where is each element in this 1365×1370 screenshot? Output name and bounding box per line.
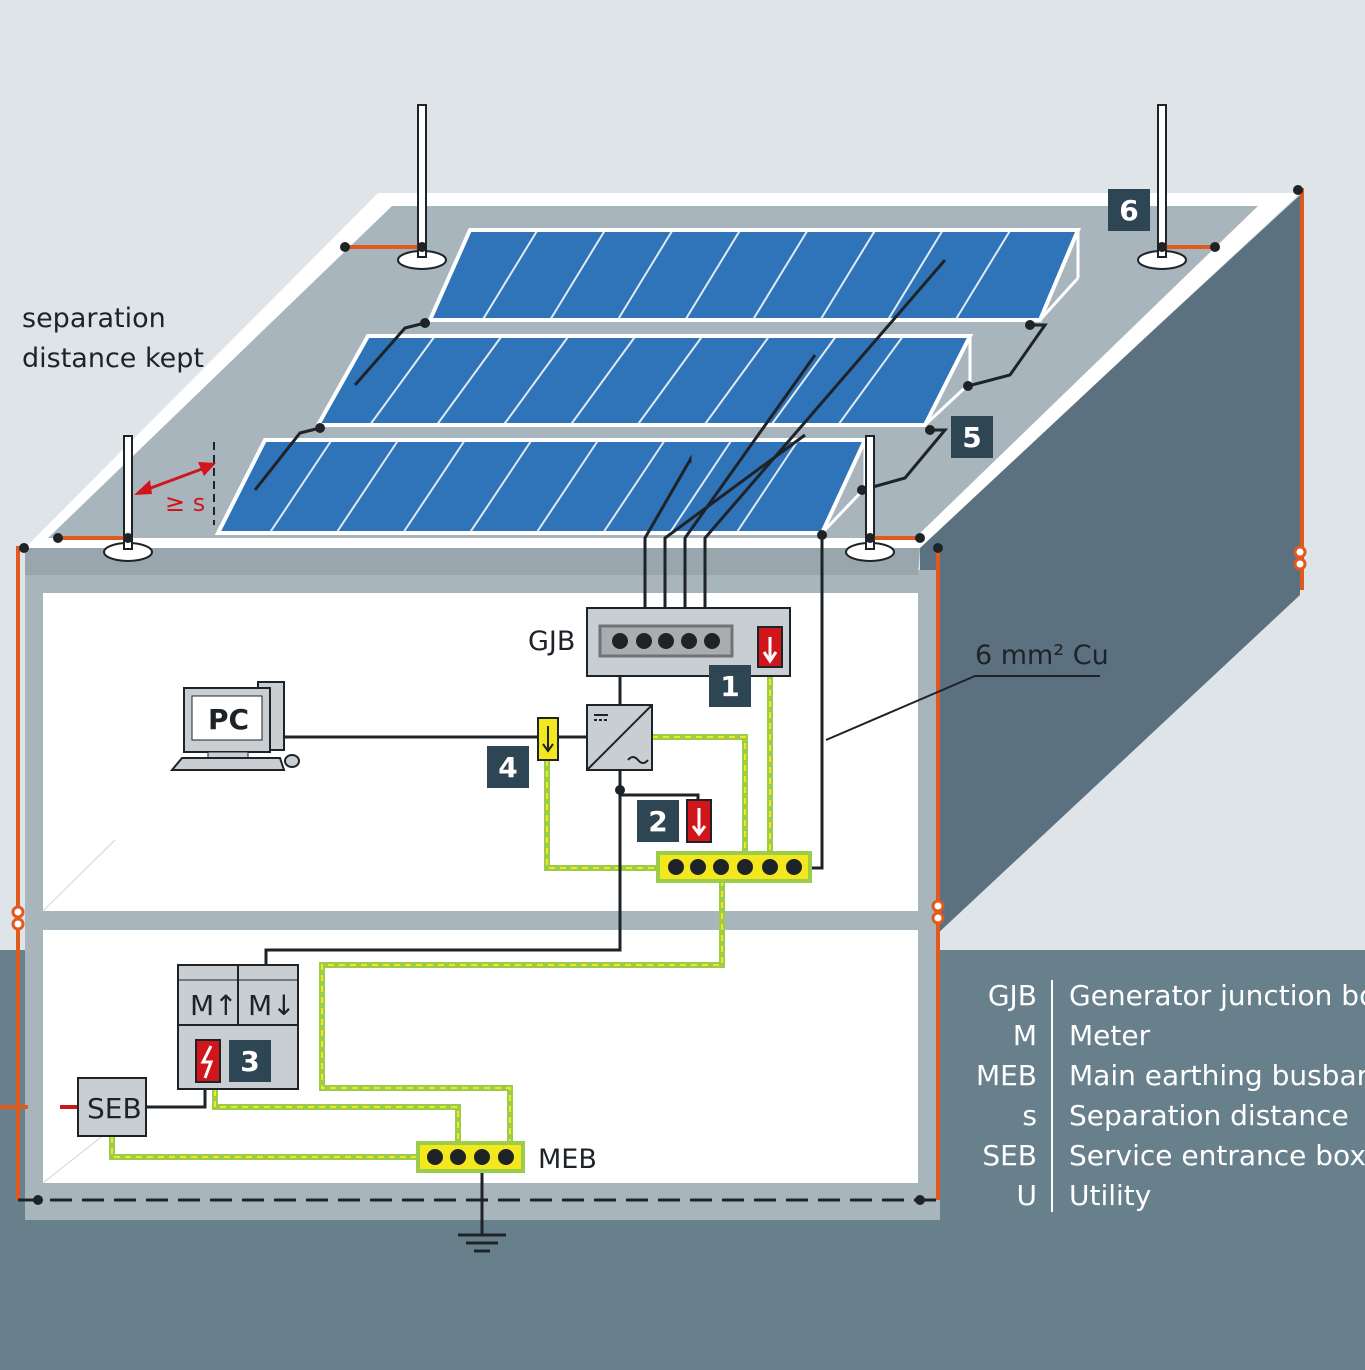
pv-cell-divider bbox=[751, 229, 809, 321]
equipotential-busbar bbox=[656, 851, 812, 883]
legend-description: Meter bbox=[1069, 1019, 1151, 1052]
callout-3: 3 bbox=[229, 1040, 271, 1082]
svg-text:3: 3 bbox=[240, 1045, 259, 1078]
cable-leader-line bbox=[825, 675, 1100, 741]
pv-cell-divider bbox=[468, 439, 533, 534]
pv-cell-divider bbox=[502, 335, 570, 426]
pv-cell-divider bbox=[636, 335, 704, 426]
legend-abbr: SEB bbox=[982, 1139, 1037, 1172]
pv-cell-divider bbox=[735, 439, 800, 534]
pv-cell-divider bbox=[887, 229, 944, 321]
legend-description: Generator junction box bbox=[1069, 979, 1365, 1012]
pv-array-middle bbox=[314, 334, 974, 427]
inverter bbox=[586, 704, 653, 771]
test-joints bbox=[11, 545, 1307, 931]
spd-type2-icon bbox=[686, 799, 712, 843]
pv-cell-divider bbox=[335, 439, 400, 534]
legend-description: Separation distance bbox=[1069, 1099, 1349, 1132]
pv-cell-divider bbox=[268, 439, 333, 534]
power-wiring bbox=[146, 535, 824, 1235]
pv-cell-divider bbox=[549, 229, 606, 321]
pv-cell-divider bbox=[668, 439, 733, 534]
pv-cell-divider bbox=[435, 335, 503, 426]
pc-label: PC bbox=[208, 703, 249, 736]
gjb-label: GJB bbox=[528, 626, 575, 657]
legend-abbr: MEB bbox=[976, 1059, 1037, 1092]
pv-cell-divider bbox=[954, 229, 1012, 321]
legend-abbr: GJB bbox=[988, 979, 1037, 1012]
pv-cell-divider bbox=[369, 335, 436, 426]
separation-label-line1: separation bbox=[22, 303, 166, 334]
callout-6: 6 bbox=[1108, 189, 1150, 231]
svg-text:1: 1 bbox=[720, 670, 739, 703]
pv-string-wiring bbox=[253, 259, 1048, 545]
meter-cabinet bbox=[177, 964, 299, 1090]
pv-cell-divider bbox=[402, 439, 466, 534]
pv-cell-divider bbox=[481, 229, 539, 321]
callout-1: 1 bbox=[709, 665, 751, 707]
pv-cell-divider bbox=[837, 335, 904, 426]
pv-cell-divider bbox=[616, 229, 674, 321]
generator-junction-box bbox=[586, 607, 791, 677]
pv-cell-divider bbox=[819, 229, 877, 321]
pv-cell-divider bbox=[535, 439, 600, 534]
legend-description: Utility bbox=[1069, 1179, 1151, 1212]
pv-cell-grid bbox=[268, 229, 1012, 534]
pc-computer bbox=[169, 681, 300, 771]
main-earthing-busbar bbox=[416, 1141, 525, 1173]
meter-out-label: M↓ bbox=[248, 989, 296, 1022]
pv-cell-divider bbox=[602, 439, 666, 534]
pv-cell-divider bbox=[684, 229, 742, 321]
meb-label: MEB bbox=[538, 1144, 597, 1175]
earth-symbol bbox=[458, 1233, 506, 1253]
legend-abbr: M bbox=[1013, 1019, 1037, 1052]
legend-description: Main earthing busbar bbox=[1069, 1059, 1365, 1092]
building-side-wall bbox=[920, 195, 1300, 950]
separation-distance-marker bbox=[134, 442, 216, 525]
spd-data-line-icon bbox=[537, 717, 559, 761]
callout-2: 2 bbox=[637, 800, 679, 842]
svg-text:5: 5 bbox=[962, 421, 981, 454]
spd-type1-meter-icon bbox=[195, 1039, 221, 1083]
legend-abbr: s bbox=[1022, 1099, 1037, 1132]
service-entrance-box bbox=[77, 1077, 147, 1137]
legend-description: Service entrance box bbox=[1069, 1139, 1365, 1172]
legend-abbr: U bbox=[1017, 1179, 1038, 1212]
callout-4: 4 bbox=[487, 746, 529, 788]
svg-text:2: 2 bbox=[648, 805, 667, 838]
separation-label-line2: distance kept bbox=[22, 343, 204, 374]
seb-label: SEB bbox=[87, 1092, 142, 1125]
svg-text:6: 6 bbox=[1119, 194, 1138, 227]
pv-cell-divider bbox=[770, 335, 838, 426]
pv-cell-divider bbox=[569, 335, 637, 426]
pv-array-back bbox=[426, 228, 1082, 322]
meter-in-label: M↑ bbox=[190, 989, 238, 1022]
pv-cell-divider bbox=[703, 335, 771, 426]
callout-5: 5 bbox=[951, 416, 993, 458]
separation-symbol: ≥ s bbox=[165, 489, 205, 517]
cable-label: 6 mm² Cu bbox=[975, 640, 1109, 671]
air-termination-rod-front-right bbox=[845, 435, 895, 562]
svg-text:4: 4 bbox=[498, 751, 517, 784]
air-termination-rod-back-left bbox=[397, 104, 447, 270]
